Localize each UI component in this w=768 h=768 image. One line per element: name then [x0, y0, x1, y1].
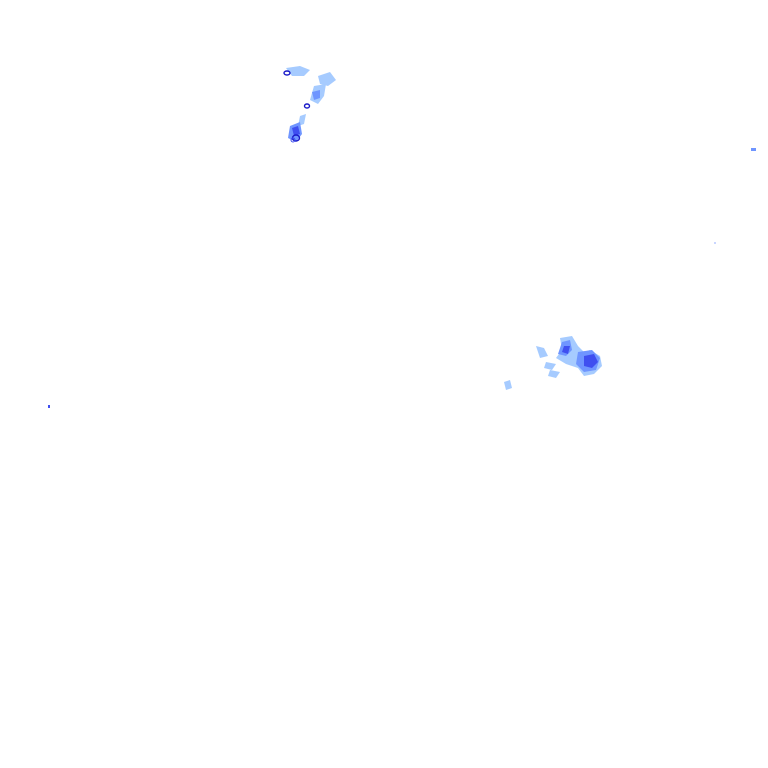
echo-cell: [548, 370, 560, 378]
echo-cell: [504, 380, 512, 390]
echo-cell: [584, 354, 598, 368]
central-east-echo-cluster: [504, 336, 602, 390]
echo-cell: [312, 90, 320, 100]
echo-cell: [303, 103, 311, 109]
echo-cell: [48, 405, 50, 408]
northern-echo-band: [283, 66, 336, 143]
far-east-echo-speck: [714, 148, 756, 244]
echo-cell: [536, 346, 548, 358]
echo-cell: [292, 126, 300, 136]
echo-cell: [290, 137, 296, 143]
echo-cell: [562, 346, 570, 354]
echo-cell: [318, 72, 336, 86]
echo-cell: [283, 70, 291, 76]
echo-cell: [714, 242, 716, 244]
echo-cell: [286, 66, 310, 76]
echo-cell: [751, 148, 756, 151]
far-west-echo-speck: [48, 405, 50, 408]
echo-cell: [544, 362, 556, 370]
